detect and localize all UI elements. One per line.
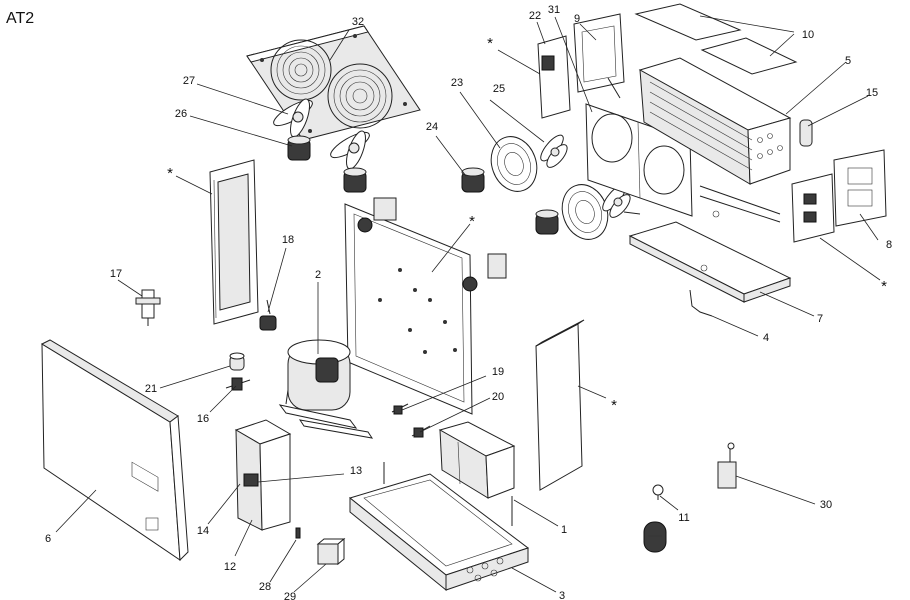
label-16: 16 [197,413,209,425]
part-front-panel [40,339,189,562]
label-17: 17 [110,268,122,280]
label-9: 9 [574,13,580,25]
label-30: 30 [820,499,832,511]
label-3: 3 [559,590,565,600]
label-22: 22 [529,10,541,22]
part-top-covers [634,3,798,75]
part-fan-propellers [273,98,370,170]
part-small-fuse [295,527,301,539]
label-8: 8 [886,239,892,251]
label-25: 25 [493,83,505,95]
label-14: 14 [197,525,209,537]
part-right-side-panel [535,319,585,491]
label-1: 1 [561,524,567,536]
part-control-cover-8 [833,149,887,227]
part-lamp [643,521,667,553]
part-switch [717,442,737,489]
label-31: 31 [548,4,560,16]
label-star-control-box: * [881,278,887,295]
part-receiver [799,119,813,147]
diagram-title: AT2 [6,10,34,27]
part-bracket-22 [537,35,571,119]
part-bulb [652,484,664,500]
label-32: 32 [352,16,364,28]
label-star-right-panel: * [611,397,617,414]
label-19: 19 [492,366,504,378]
label-29: 29 [284,591,296,600]
part-bracket-9 [573,13,625,93]
label-26: 26 [175,108,187,120]
label-6: 6 [45,533,51,545]
label-star-bracket: * [487,35,493,52]
part-bottom-pan [628,210,792,303]
part-labels: 32 27 26 * 18 17 2 * 21 16 19 20 13 14 1… [45,4,892,600]
label-5: 5 [845,55,851,67]
label-15: 15 [866,87,878,99]
part-electrical-box [234,419,292,531]
part-fan-grille-panel [246,25,421,141]
part-hose [689,289,713,317]
label-star-left-frame: * [167,165,173,182]
part-sensors [391,403,431,438]
label-21: 21 [145,383,157,395]
part-filter-drier [225,377,251,391]
part-control-box [791,173,835,243]
label-13: 13 [350,465,362,477]
label-18: 18 [282,234,294,246]
part-pressure-switch [259,299,277,331]
label-24: 24 [426,121,438,133]
label-12: 12 [224,561,236,573]
part-back-panel [344,197,507,415]
label-27: 27 [183,75,195,87]
part-left-side-frame [209,159,259,325]
part-rear-fan-motors [461,167,559,235]
leader-lines [55,15,881,593]
label-28: 28 [259,581,271,593]
part-relay [316,537,346,566]
label-23: 23 [451,77,463,89]
label-20: 20 [492,391,504,403]
part-compressor [278,339,374,439]
part-capacitor [229,352,245,371]
part-drip-tray [438,421,516,499]
part-cable-31 [607,77,621,99]
part-base-tray [348,462,530,592]
part-rear-propellers [540,134,641,218]
label-7: 7 [817,313,823,325]
label-10: 10 [802,29,814,41]
label-star-back-panel: * [469,213,475,230]
label-4: 4 [763,332,769,344]
part-fan-motors [287,135,367,193]
label-11: 11 [678,512,689,524]
label-2: 2 [315,269,321,281]
part-valve [135,289,161,326]
part-condenser-coil [638,57,792,223]
